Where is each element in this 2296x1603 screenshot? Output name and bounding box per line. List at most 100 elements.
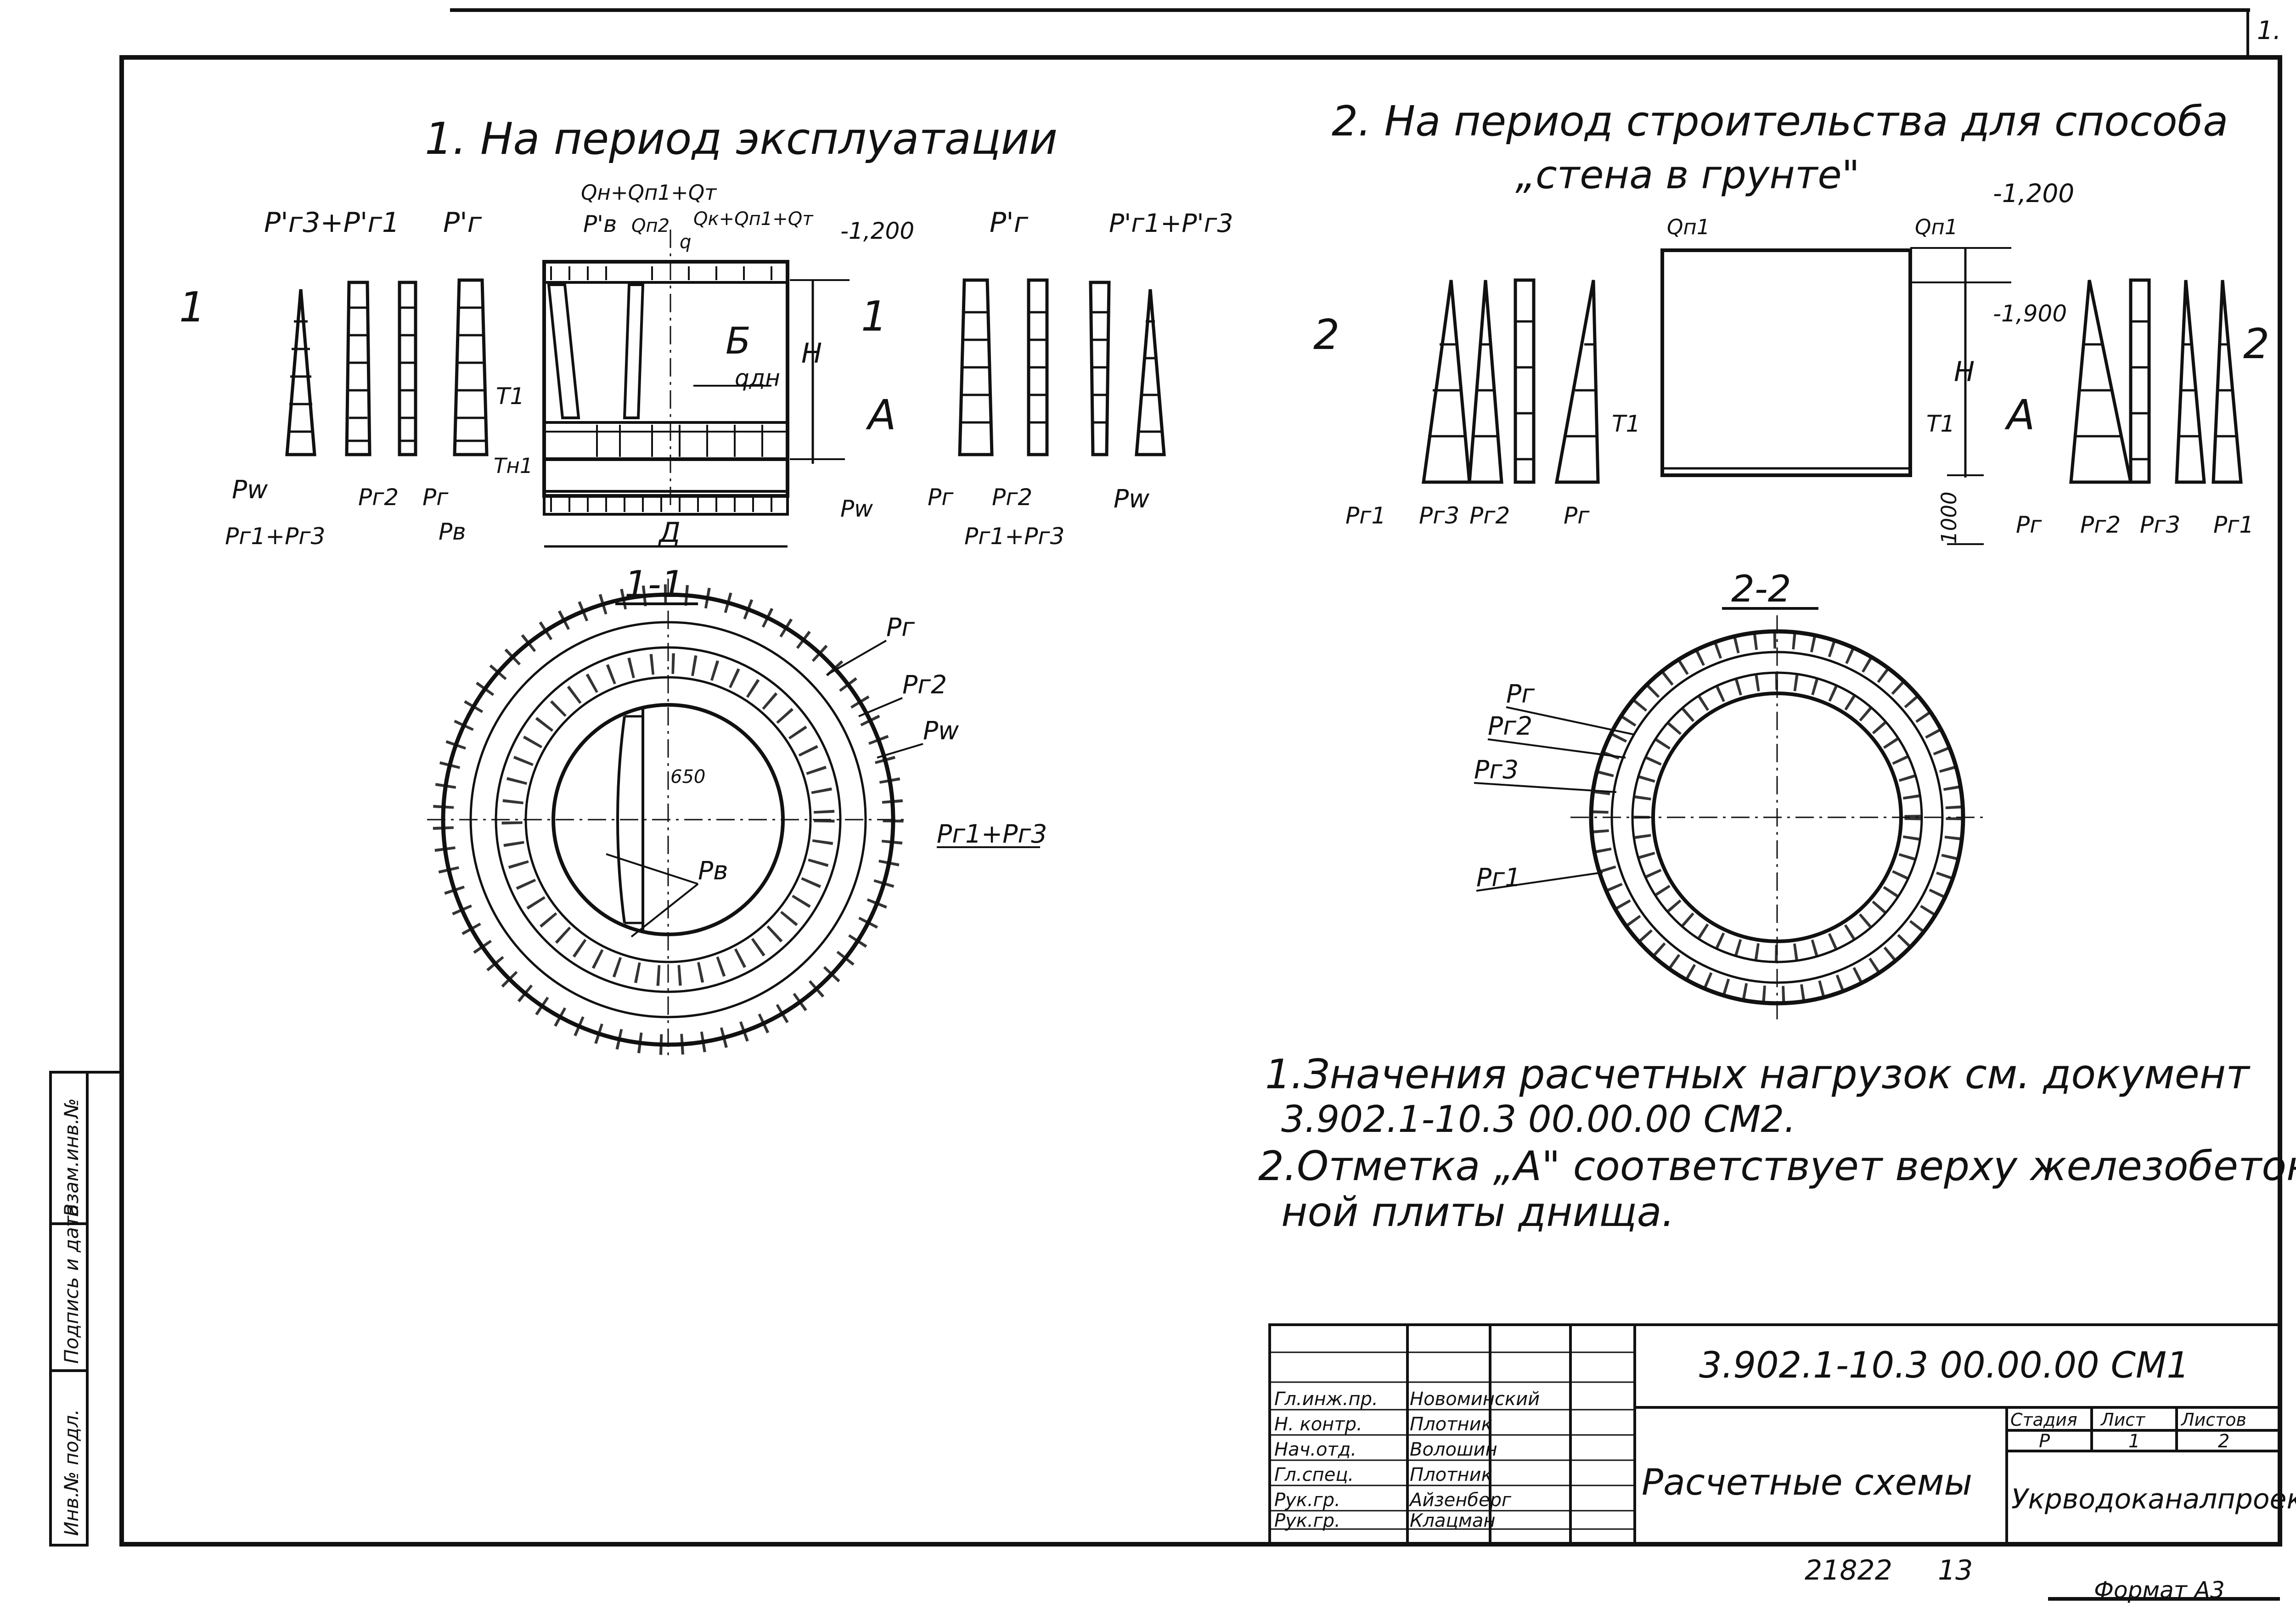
right-bottom-pg-right: Pг [2016, 512, 2042, 538]
title-sheet-title: Расчетные схемы [1642, 1462, 1972, 1503]
title-row-name-3: Волошин [1410, 1439, 1497, 1460]
right-bottom-pg2-left: Pг2 [1469, 502, 1510, 529]
side-stamp-col3: Взам.инв.№ [60, 1098, 83, 1217]
mark-a-right: А [2004, 391, 2035, 439]
right-bottom-pg-left: Pг [1564, 502, 1590, 529]
diagram-pw-left [285, 289, 316, 456]
side-stamp [49, 1071, 122, 1547]
ring1-label-pw: Pw [923, 716, 959, 745]
ring2-label-pg3: Pг3 [1474, 755, 1519, 784]
label-pg1-pg3-right: Pг1+Pг3 [964, 523, 1064, 550]
tank-outline [542, 260, 789, 498]
mark-t1-left: T1 [496, 383, 524, 410]
tank-section-right [1660, 247, 2011, 545]
label-pv-prime: P'в [583, 211, 617, 237]
ring2-label-pg2: Pг2 [1488, 711, 1532, 741]
label-pg2-left: Pг2 [358, 484, 399, 511]
side-stamp-col1: Инв.№ подл. [60, 1409, 83, 1536]
label-pg3-pg1-prime: P'г3+P'г1 [264, 207, 400, 239]
ring-section-2-2 [1570, 615, 1984, 1019]
label-level-1200-left: -1,200 [840, 218, 914, 244]
right-bottom-pg1-left: Pг1 [1345, 502, 1386, 529]
diagram-pg1-left [345, 281, 371, 456]
note-line-4: ной плиты днища. [1281, 1188, 1675, 1236]
label-pg1-pg3-prime: P'г1+P'г3 [1109, 208, 1233, 238]
mark-b: Б [726, 320, 751, 362]
mark-t1-right-right: T1 [1926, 411, 1955, 437]
title-row-role-5: Рук.гр. [1274, 1490, 1340, 1511]
dim-1000: 1000 [1937, 491, 1961, 544]
label-pg-prime-right: P'г [990, 207, 1029, 239]
section-mark-2-left: 2 [1313, 311, 1339, 359]
title-row-role-4: Гл.спец. [1274, 1464, 1354, 1485]
bottom-index: 13 [1938, 1554, 1973, 1586]
right-bottom-pg1-right: Pг1 [2213, 512, 2254, 538]
title-row-name-5: Айзенберг [1408, 1490, 1512, 1511]
title-doc-code: 3.902.1-10.3 00.00.00 СМ1 [1699, 1345, 2189, 1386]
right-section-title-2: „стена в грунте" [1515, 152, 1860, 198]
right-label-1900: -1,900 [1993, 300, 2067, 327]
mark-t1-right-left: T1 [1612, 411, 1640, 437]
title-organization: Укрводоканалпроект [2011, 1483, 2296, 1515]
label-pg-left: Pг [422, 484, 449, 511]
ring1-label-pg2: Pг2 [902, 670, 947, 699]
title-row-name-4: Плотник [1410, 1464, 1492, 1485]
label-qp2: Qп2 [631, 215, 670, 236]
mark-h-right: Н [1954, 356, 1975, 388]
ring1-label-pg1-pg3: Pг1+Pг3 [937, 819, 1047, 849]
title-stage-value: Р [2039, 1431, 2050, 1452]
right-label-qp1-left: Qп1 [1667, 215, 1710, 239]
label-qk-qp1-qt: Qк+Qп1+Qт [693, 208, 814, 230]
mark-tn1-left: Tн1 [494, 454, 533, 478]
mark-qdn: qдн [735, 365, 780, 391]
diagram-pg-left [453, 278, 489, 456]
label-pw-tank: Pw [840, 495, 873, 522]
left-pressure-diagrams-right [958, 278, 1166, 456]
title-row-role-6: Рук.гр. [1274, 1510, 1340, 1531]
title-row-name-1: Новоминский [1410, 1389, 1540, 1410]
label-pg-prime-left: P'г [443, 207, 482, 239]
mark-h-left: Н [801, 337, 822, 370]
section-mark-1-left: 1 [179, 283, 205, 332]
right-label-1200: -1,200 [1993, 179, 2074, 208]
section-mark-2-right: 2 [2243, 320, 2269, 368]
section-2-2-title: 2-2 [1731, 568, 1791, 610]
label-pv-left: Pв [439, 518, 466, 545]
ring1-label-pg: Pг [886, 613, 915, 642]
title-sheets-value: 2 [2218, 1431, 2229, 1452]
label-pw-left: Pw [232, 475, 268, 504]
label-qn-qp1-qt: Qн+Qп1+Qт [581, 180, 717, 205]
left-pressure-diagrams [285, 278, 489, 456]
ring-section-1-1 [427, 579, 909, 1056]
note-line-2: 3.902.1-10.3 00.00.00 СМ2. [1281, 1098, 1796, 1141]
diagram-pg2-left [398, 281, 417, 456]
side-stamp-col2: Подпись и дата [60, 1204, 83, 1364]
sheet-corner-label: 1. [2257, 16, 2281, 45]
title-sheets-header: Листов [2180, 1410, 2246, 1430]
title-row-role-2: Н. контр. [1274, 1414, 1362, 1435]
ring1-label-pv: Pв [698, 856, 728, 885]
title-row-role-3: Нач.отд. [1274, 1439, 1356, 1460]
tank-section-left [542, 230, 850, 548]
ring2-label-pg: Pг [1506, 679, 1535, 709]
label-pg1-pg3-left: Pг1+Pг3 [225, 523, 325, 550]
right-bottom-pg2-right: Pг2 [2080, 512, 2121, 538]
right-section-title-1: 2. На период строительства для способа [1332, 97, 2228, 146]
right-bottom-pg3-right: Pг3 [2140, 512, 2180, 538]
title-sheet-value: 1 [2128, 1431, 2140, 1452]
label-pg-right: Pг [928, 484, 954, 511]
section-mark-1-right: 1 [861, 292, 887, 341]
mark-a-left: А [866, 391, 896, 439]
note-line-1: 1.Значения расчетных нагрузок см. докуме… [1265, 1051, 2251, 1098]
title-row-role-1: Гл.инж.пр. [1274, 1389, 1378, 1410]
ring1-label-650: 650 [670, 766, 705, 787]
right-label-qp1-right: Qп1 [1915, 215, 1958, 239]
left-section-title: 1. На период эксплуатации [425, 114, 1058, 164]
mark-d: Д [658, 517, 681, 549]
label-pw-right: Pw [1114, 484, 1150, 513]
label-pg2-right: Pг2 [992, 484, 1032, 511]
right-bottom-pg3-left: Pг3 [1419, 502, 1459, 529]
title-row-name-2: Плотник [1410, 1414, 1492, 1435]
title-row-name-6: Клацман [1410, 1510, 1496, 1531]
